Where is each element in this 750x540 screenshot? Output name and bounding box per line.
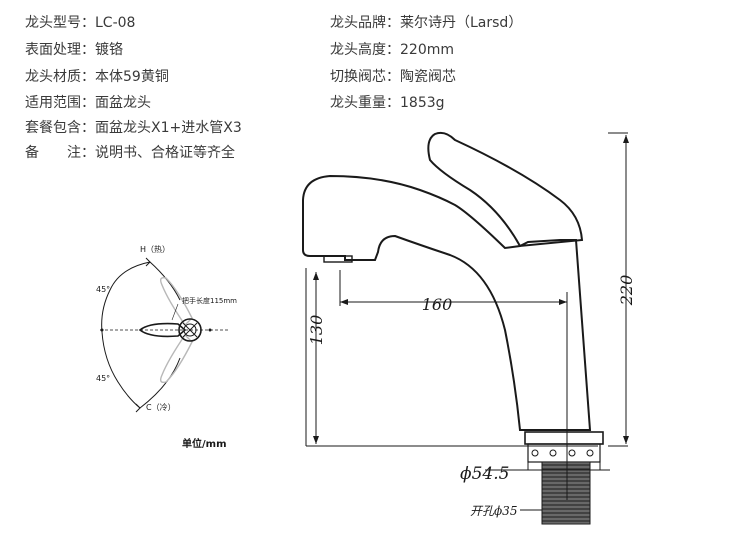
- handle-hot-ghost: [159, 276, 193, 327]
- rotation-arc: [101, 261, 151, 409]
- spec-value: LC-08: [95, 15, 136, 31]
- handle-length-label: 把手长度115mm: [182, 296, 237, 305]
- faucet-base-ring: [524, 431, 604, 445]
- dim-reach-text: 160: [422, 295, 453, 314]
- spec-label: 适用范围：: [25, 95, 95, 111]
- dim-base-text: ϕ54.5: [460, 464, 509, 484]
- rotation-arc-lower: [139, 357, 181, 409]
- spec-row-usage: 适用范围：面盆龙头: [25, 94, 151, 112]
- unit-label: 单位/mm: [182, 437, 227, 450]
- dimension-lines: [305, 132, 629, 511]
- dim-hole-text: 开孔ϕ35: [470, 504, 517, 518]
- handle-rotation-diagram: H（热） C（冷） 45° 45° 把手长度115mm 单位/mm: [96, 244, 237, 450]
- spec-row-package: 套餐包含：面盆龙头X1+进水管X3: [25, 119, 242, 137]
- faucet-aerator: [323, 255, 353, 263]
- rotation-arc-upper: [149, 261, 181, 301]
- spec-value: 本体59黄铜: [95, 69, 169, 85]
- spec-row-model: 龙头型号：LC-08: [25, 14, 135, 32]
- handle-pivot: [178, 318, 202, 342]
- spec-label: 切换阀芯：: [330, 69, 400, 85]
- handle-cold-ghost: [159, 333, 193, 384]
- angle-bottom-label: 45°: [96, 374, 110, 383]
- spec-label: 备 注：: [25, 145, 95, 161]
- spec-label: 龙头型号：: [25, 15, 95, 31]
- spec-value: 面盆龙头: [95, 95, 151, 111]
- spec-row-valve: 切换阀芯：陶瓷阀芯: [330, 68, 456, 86]
- spec-label: 表面处理：: [25, 42, 95, 58]
- spec-value: 220mm: [400, 42, 454, 58]
- spec-row-notes: 备 注：说明书、合格证等齐全: [25, 144, 235, 162]
- spec-label: 龙头品牌：: [330, 15, 400, 31]
- spec-value: 面盆龙头X1+进水管X3: [95, 120, 242, 136]
- dim-height-text: 220: [617, 275, 636, 307]
- spec-row-brand: 龙头品牌：莱尔诗丹（Larsd）: [330, 14, 522, 32]
- faucet-lever: [427, 131, 584, 248]
- handle-main: [138, 322, 187, 338]
- spec-value: 1853g: [400, 95, 445, 111]
- faucet-spout: [302, 174, 592, 431]
- spec-label: 龙头重量：: [330, 95, 400, 111]
- dim-spout-text: 130: [307, 315, 326, 346]
- cold-label: C（冷）: [146, 402, 176, 412]
- spec-value: 莱尔诗丹（Larsd）: [400, 15, 523, 31]
- spec-value: 说明书、合格证等齐全: [95, 145, 235, 161]
- spec-value: 陶瓷阀芯: [400, 69, 456, 85]
- hot-label: H（热）: [140, 244, 170, 254]
- spec-row-height: 龙头高度：220mm: [330, 41, 454, 59]
- angle-top-label: 45°: [96, 285, 110, 294]
- arrow-cold-icon: [135, 403, 141, 413]
- arrow-hot-icon: [145, 257, 151, 267]
- spec-row-finish: 表面处理：镀铬: [25, 41, 123, 59]
- inlet-thread: [541, 461, 591, 525]
- spec-row-material: 龙头材质：本体59黄铜: [25, 68, 169, 86]
- spec-label: 龙头材质：: [25, 69, 95, 85]
- spec-row-weight: 龙头重量：1853g: [330, 94, 445, 112]
- spec-value: 镀铬: [95, 42, 123, 58]
- spec-label: 套餐包含：: [25, 120, 95, 136]
- faucet-side-view: [302, 131, 604, 463]
- spec-label: 龙头高度：: [330, 42, 400, 58]
